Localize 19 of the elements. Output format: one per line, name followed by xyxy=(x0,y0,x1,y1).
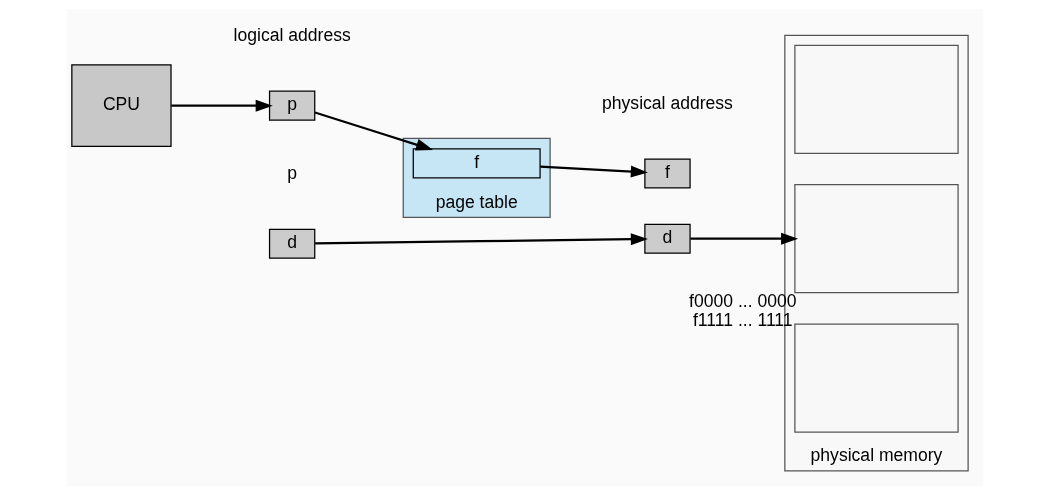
arrow xyxy=(315,232,648,245)
node-box: p xyxy=(268,90,316,121)
node-box: d xyxy=(268,228,316,259)
node-box: d xyxy=(644,223,691,254)
node-label: f1111 ... 1111 xyxy=(692,309,793,330)
node-box: CPU xyxy=(71,63,172,147)
label: physical address xyxy=(602,92,733,113)
label: p xyxy=(287,162,298,183)
arrow xyxy=(540,165,648,178)
arrow xyxy=(690,232,799,245)
node-label: f0000 ... 0000 xyxy=(689,290,797,311)
node-box xyxy=(794,183,959,293)
node-box xyxy=(794,44,959,154)
arrow xyxy=(171,99,273,112)
node-box xyxy=(794,322,959,433)
label: logical address xyxy=(233,24,351,45)
arrow xyxy=(314,110,434,150)
node-box: f xyxy=(644,157,691,188)
node-box: f xyxy=(412,147,541,178)
